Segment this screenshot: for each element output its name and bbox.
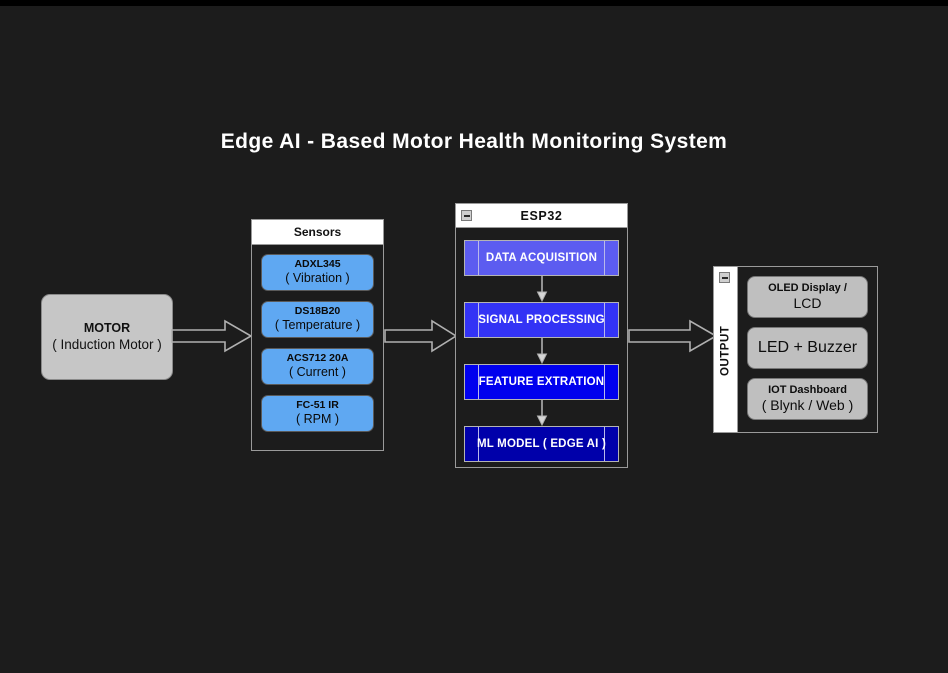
arrow-sensors-to-esp32: [384, 317, 458, 355]
motor-name: MOTOR: [83, 320, 131, 335]
esp32-stage-feature-extraction[interactable]: FEATURE EXTRATION: [464, 364, 619, 400]
motor-subtitle: ( Induction Motor ): [52, 337, 162, 353]
output-panel-sidebar: OUTPUT: [714, 267, 738, 432]
esp32-panel[interactable]: ESP32 DATA ACQUISITION SIGNAL PROCESSING: [455, 203, 628, 468]
output-item-iot-dashboard[interactable]: IOT Dashboard ( Blynk / Web ): [747, 378, 868, 420]
stage-label: FEATURE EXTRATION: [478, 376, 605, 388]
page-title: Edge AI - Based Motor Health Monitoring …: [220, 130, 728, 153]
sensor-name: DS18B20: [294, 305, 341, 318]
sensor-measure: ( Temperature ): [274, 318, 361, 333]
output-line-1: OLED Display /: [768, 281, 847, 294]
sensors-panel-title: Sensors: [293, 225, 342, 239]
sensors-panel-header: Sensors: [252, 220, 383, 245]
stage-label: SIGNAL PROCESSING: [478, 314, 605, 326]
minimize-icon[interactable]: [461, 210, 472, 221]
minimize-icon[interactable]: [719, 272, 730, 283]
sensor-item-adxl345[interactable]: ADXL345 ( Vibration ): [261, 254, 374, 291]
stage-label: ML MODEL ( EDGE AI ): [476, 438, 606, 450]
arrow-esp32-to-output: [628, 317, 718, 355]
sensor-name: ADXL345: [294, 258, 341, 271]
esp32-connector-2: [464, 338, 619, 364]
sensors-list: ADXL345 ( Vibration ) DS18B20 ( Temperat…: [252, 245, 383, 432]
sensor-measure: ( Vibration ): [285, 271, 350, 286]
arrow-motor-to-sensors: [171, 317, 253, 355]
sensors-panel[interactable]: Sensors ADXL345 ( Vibration ) DS18B20 ( …: [251, 219, 384, 451]
output-line-2: ( Blynk / Web ): [761, 397, 854, 414]
sensor-item-ds18b20[interactable]: DS18B20 ( Temperature ): [261, 301, 374, 338]
esp32-connector-3: [464, 400, 619, 426]
output-line-2: LCD: [793, 295, 822, 312]
motor-block[interactable]: MOTOR ( Induction Motor ): [41, 294, 173, 380]
output-line-1: LED + Buzzer: [757, 339, 858, 357]
output-item-oled-display[interactable]: OLED Display / LCD: [747, 276, 868, 318]
esp32-panel-header: ESP32: [456, 204, 627, 228]
sensor-name: FC-51 IR: [296, 399, 339, 412]
sensor-item-acs712[interactable]: ACS712 20A ( Current ): [261, 348, 374, 385]
output-line-1: IOT Dashboard: [768, 383, 847, 396]
esp32-connector-1: [464, 276, 619, 302]
sensor-item-fc51ir[interactable]: FC-51 IR ( RPM ): [261, 395, 374, 432]
esp32-stage-data-acquisition[interactable]: DATA ACQUISITION: [464, 240, 619, 276]
sensor-measure: ( RPM ): [295, 412, 340, 427]
esp32-panel-title: ESP32: [520, 208, 563, 223]
output-panel-label: OUTPUT: [719, 325, 732, 376]
top-black-bar: [0, 0, 948, 6]
diagram-canvas: Edge AI - Based Motor Health Monitoring …: [0, 6, 948, 673]
sensor-measure: ( Current ): [289, 365, 346, 380]
output-item-led-buzzer[interactable]: LED + Buzzer: [747, 327, 868, 369]
esp32-stage-signal-processing[interactable]: SIGNAL PROCESSING: [464, 302, 619, 338]
esp32-pipeline: DATA ACQUISITION SIGNAL PROCESSING: [456, 228, 627, 462]
stage-label: DATA ACQUISITION: [485, 252, 598, 264]
sensor-name: ACS712 20A: [286, 352, 349, 365]
output-list: OLED Display / LCD LED + Buzzer IOT Dash…: [738, 267, 877, 432]
output-panel[interactable]: OUTPUT OLED Display / LCD LED + Buzzer I…: [713, 266, 878, 433]
esp32-stage-ml-model[interactable]: ML MODEL ( EDGE AI ): [464, 426, 619, 462]
